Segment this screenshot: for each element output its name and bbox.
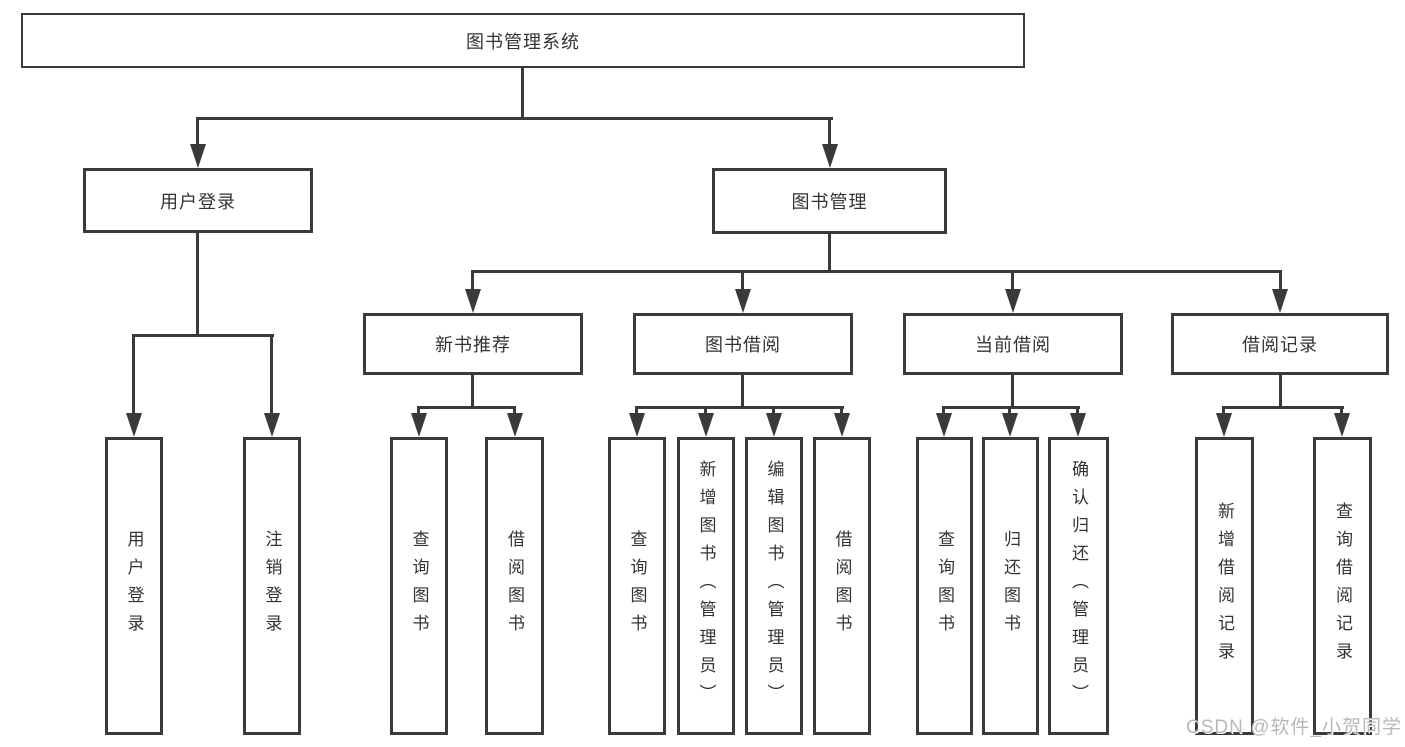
node-library-system: 图书管理系统 (21, 13, 1025, 68)
node-book-borrow: 图书借阅 (633, 313, 853, 375)
connector-to-leaf-logout (270, 334, 273, 414)
connector-borrow-records-branch (1223, 406, 1344, 409)
leaf-edit-book-admin: 编辑图书（管理员） (745, 437, 803, 735)
arrowhead-leaf-user-login (126, 413, 142, 437)
leaf-user-login: 用户登录 (105, 437, 163, 735)
node-book-management: 图书管理 (712, 168, 947, 234)
arrowhead-leaf-add-record (1216, 413, 1232, 437)
node-current-borrow-label: 当前借阅 (975, 335, 1051, 355)
leaf-return-book-label: 归还图书 (1001, 530, 1020, 642)
arrowhead-book-management (822, 144, 838, 168)
connector-to-leaf-query-3 (942, 406, 945, 418)
node-current-borrow: 当前借阅 (903, 313, 1123, 375)
connector-user-login-stem (196, 232, 199, 336)
leaf-borrow-book-2: 借阅图书 (813, 437, 871, 735)
leaf-query-book-2-label: 查询图书 (627, 530, 647, 642)
connector-to-leaf-return (1008, 406, 1011, 418)
arrowhead-leaf-query-2 (629, 413, 645, 437)
node-new-book-recommend-label: 新书推荐 (435, 335, 511, 355)
node-library-system-label: 图书管理系统 (466, 31, 580, 52)
leaf-add-borrow-record-label: 新增借阅记录 (1215, 502, 1234, 670)
leaf-query-book-1: 查询图书 (390, 437, 448, 735)
connector-borrow-records-stem (1279, 374, 1282, 408)
arrowhead-leaf-confirm-return (1070, 413, 1086, 437)
node-user-login: 用户登录 (83, 168, 313, 233)
leaf-query-borrow-record-label: 查询借阅记录 (1333, 502, 1352, 670)
node-borrow-records-label: 借阅记录 (1242, 335, 1318, 355)
connector-level2-branch (471, 270, 1282, 273)
arrowhead-current-borrow (1005, 289, 1021, 313)
connector-to-leaf-query-1 (417, 406, 420, 418)
leaf-confirm-return-admin: 确认归还（管理员） (1048, 437, 1109, 735)
arrowhead-leaf-logout (264, 413, 280, 437)
arrowhead-borrow-records (1272, 289, 1288, 313)
connector-to-leaf-add-record (1222, 406, 1225, 418)
connector-book-borrow-stem (741, 374, 744, 408)
leaf-add-book-admin-label: 新增图书（管理员） (696, 460, 716, 712)
arrowhead-leaf-query-record (1334, 413, 1350, 437)
connector-to-book-management (828, 117, 831, 148)
leaf-confirm-return-admin-label: 确认归还（管理员） (1069, 460, 1088, 712)
connector-to-leaf-confirm-return (1076, 406, 1079, 418)
connector-book-borrow-branch (636, 406, 844, 409)
connector-root-stem (521, 68, 524, 120)
watermark: CSDN @软件_小贺同学 (1186, 717, 1402, 738)
node-user-login-label: 用户登录 (160, 191, 236, 212)
leaf-add-borrow-record: 新增借阅记录 (1195, 437, 1254, 735)
arrowhead-leaf-edit-book (766, 413, 782, 437)
connector-to-borrow-records (1279, 270, 1282, 291)
node-book-management-label: 图书管理 (791, 192, 868, 212)
connector-to-leaf-borrow-1 (513, 406, 516, 418)
arrowhead-leaf-query-3 (936, 413, 952, 437)
connector-to-leaf-user-login (132, 334, 135, 414)
arrowhead-leaf-query-1 (411, 413, 427, 437)
connector-book-management-stem (828, 233, 831, 272)
connector-to-leaf-borrow-2 (840, 406, 843, 418)
leaf-borrow-book-1: 借阅图书 (485, 437, 544, 735)
arrowhead-book-borrow (735, 289, 751, 313)
leaf-borrow-book-2-label: 借阅图书 (832, 530, 852, 642)
node-new-book-recommend: 新书推荐 (363, 313, 583, 375)
arrowhead-new-book (465, 289, 481, 313)
leaf-borrow-book-1-label: 借阅图书 (505, 530, 524, 642)
connector-to-new-book (471, 270, 474, 291)
connector-to-book-borrow (741, 270, 744, 291)
leaf-edit-book-admin-label: 编辑图书（管理员） (764, 460, 784, 712)
leaf-query-book-3: 查询图书 (916, 437, 973, 735)
connector-to-leaf-query-record (1340, 406, 1343, 418)
leaf-logout-label: 注销登录 (262, 530, 282, 642)
arrowhead-leaf-borrow-1 (507, 413, 523, 437)
connector-to-leaf-add-book (704, 406, 707, 418)
leaf-query-book-2: 查询图书 (608, 437, 666, 735)
arrowhead-leaf-add-book (698, 413, 714, 437)
connector-new-book-branch (418, 406, 516, 409)
leaf-user-login-label: 用户登录 (124, 530, 144, 642)
connector-current-borrow-branch (943, 406, 1080, 409)
arrowhead-leaf-borrow-2 (834, 413, 850, 437)
node-borrow-records: 借阅记录 (1171, 313, 1389, 375)
node-book-borrow-label: 图书借阅 (705, 335, 781, 355)
arrowhead-user-login (190, 144, 206, 168)
connector-to-leaf-query-2 (635, 406, 638, 418)
leaf-logout: 注销登录 (243, 437, 301, 735)
leaf-query-borrow-record: 查询借阅记录 (1313, 437, 1372, 735)
leaf-query-book-3-label: 查询图书 (935, 530, 954, 642)
connector-level1-branch (196, 117, 833, 120)
connector-current-borrow-stem (1011, 374, 1014, 408)
connector-to-current-borrow (1011, 270, 1014, 291)
arrowhead-leaf-return (1002, 413, 1018, 437)
leaf-return-book: 归还图书 (982, 437, 1039, 735)
connector-user-login-branch (132, 334, 274, 337)
connector-new-book-stem (471, 374, 474, 408)
leaf-query-book-1-label: 查询图书 (409, 530, 429, 642)
connector-to-user-login (196, 117, 199, 148)
connector-to-leaf-edit-book (772, 406, 775, 418)
leaf-add-book-admin: 新增图书（管理员） (677, 437, 735, 735)
